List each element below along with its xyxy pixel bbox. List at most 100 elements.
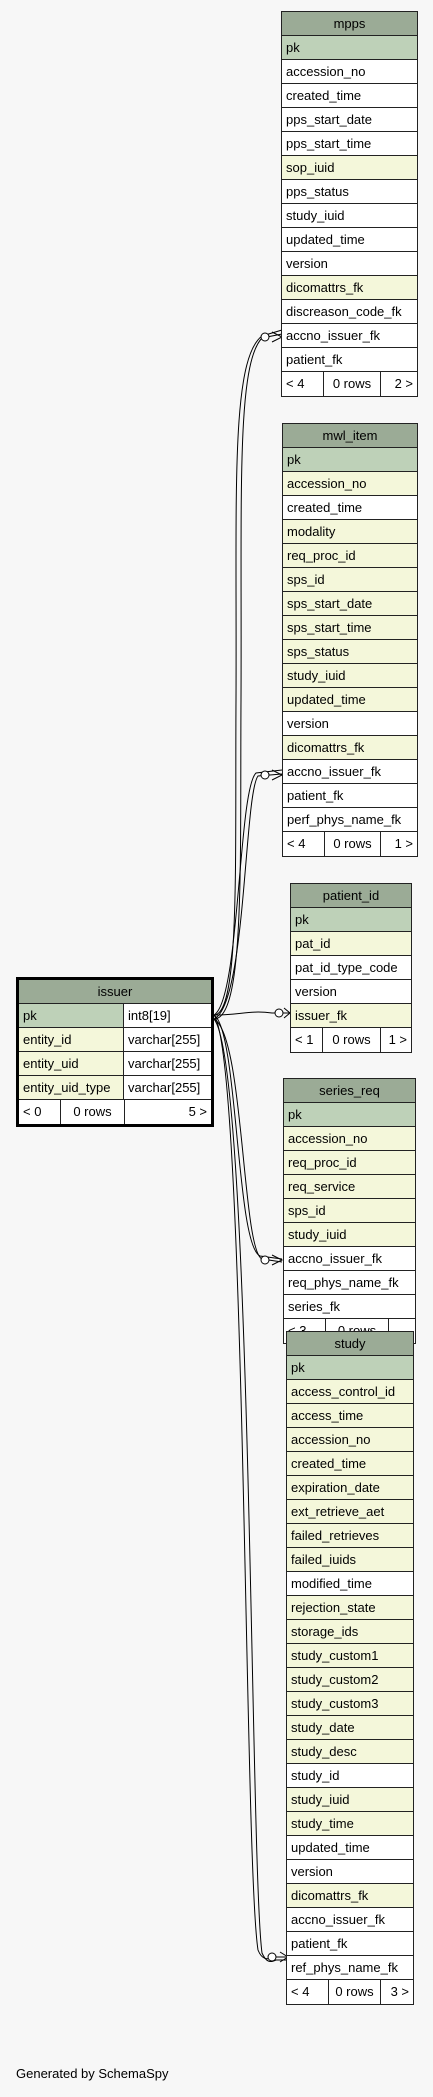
column-row: updated_time	[282, 228, 417, 252]
column-row: version	[287, 1860, 413, 1884]
column-row: sps_id	[283, 568, 417, 592]
column-row: dicomattrs_fk	[287, 1884, 413, 1908]
children-count[interactable]: 1 >	[394, 836, 413, 851]
column-row: pat_id_type_code	[291, 956, 411, 980]
column-row: series_fk	[284, 1295, 415, 1319]
table-mpps[interactable]: mpps pk accession_no created_time pps_st…	[281, 11, 418, 397]
column-row: issuer_fk	[291, 1004, 411, 1028]
column-row: expiration_date	[287, 1476, 413, 1500]
table-series-req[interactable]: series_req pk accession_no req_proc_id r…	[283, 1078, 416, 1344]
parents-count[interactable]: < 1	[291, 1028, 323, 1052]
table-title[interactable]: issuer	[19, 980, 211, 1004]
column-row: patient_fk	[287, 1932, 413, 1956]
relation-patient-id-issuer	[213, 1011, 290, 1016]
table-study[interactable]: study pk access_control_id access_time a…	[286, 1331, 414, 2005]
column-row: accession_no	[284, 1127, 415, 1151]
column-row: access_time	[287, 1404, 413, 1428]
column-row: modified_time	[287, 1572, 413, 1596]
column-row: version	[282, 252, 417, 276]
column-row: modality	[283, 520, 417, 544]
row-count: 0 rows	[61, 1100, 125, 1124]
column-row: accno_issuer_fk	[284, 1247, 415, 1271]
column-row: req_proc_id	[283, 544, 417, 568]
column-row: accession_no	[282, 60, 417, 84]
column-row: req_phys_name_fk	[284, 1271, 415, 1295]
column-row: ext_retrieve_aet	[287, 1500, 413, 1524]
column-row: accession_no	[283, 472, 417, 496]
table-footer: < 4 0 rows 1 >	[283, 832, 417, 856]
column-row: patient_fk	[283, 784, 417, 808]
parents-count[interactable]: < 4	[282, 372, 324, 396]
column-row: entity_id varchar[255]	[19, 1028, 211, 1052]
column-row: study_date	[287, 1716, 413, 1740]
children-count[interactable]: 2 >	[394, 376, 413, 391]
column-row: storage_ids	[287, 1620, 413, 1644]
column-row: study_iuid	[284, 1223, 415, 1247]
table-title[interactable]: mwl_item	[283, 424, 417, 448]
table-mwl-item[interactable]: mwl_item pk accession_no created_time mo…	[282, 423, 418, 857]
column-row: accno_issuer_fk	[287, 1908, 413, 1932]
column-row: created_time	[282, 84, 417, 108]
column-row: sps_start_date	[283, 592, 417, 616]
relation-mwl-accno-issuer	[213, 769, 283, 1016]
column-row: study_custom3	[287, 1692, 413, 1716]
parents-count[interactable]: < 4	[283, 832, 325, 856]
row-count: 0 rows	[324, 372, 381, 396]
row-count: 0 rows	[329, 1980, 381, 2004]
table-footer: < 1 0 rows 1 >	[291, 1028, 411, 1052]
column-row: sps_start_time	[283, 616, 417, 640]
column-row: study_desc	[287, 1740, 413, 1764]
column-row: ref_phys_name_fk	[287, 1956, 413, 1980]
column-row: accno_issuer_fk	[282, 324, 417, 348]
column-row: failed_retrieves	[287, 1524, 413, 1548]
column-row: pps_start_time	[282, 132, 417, 156]
column-row: accno_issuer_fk	[283, 760, 417, 784]
column-row: discreason_code_fk	[282, 300, 417, 324]
column-row: updated_time	[287, 1836, 413, 1860]
column-row: version	[291, 980, 411, 1004]
column-row: sop_iuid	[282, 156, 417, 180]
relation-series-req-accno-issuer	[213, 1014, 283, 1260]
table-patient-id[interactable]: patient_id pk pat_id pat_id_type_code ve…	[290, 883, 412, 1053]
column-row: pk	[284, 1103, 415, 1127]
children-count[interactable]: 3 >	[390, 1984, 409, 1999]
parents-count[interactable]: < 4	[287, 1980, 329, 2004]
column-row: perf_phys_name_fk	[283, 808, 417, 832]
table-title[interactable]: study	[287, 1332, 413, 1356]
column-row: pk	[287, 1356, 413, 1380]
table-title[interactable]: patient_id	[291, 884, 411, 908]
table-issuer[interactable]: issuer pk int8[19] entity_id varchar[255…	[16, 977, 214, 1127]
parents-count[interactable]: < 0	[19, 1100, 61, 1124]
column-row: pk	[282, 36, 417, 60]
column-row: created_time	[283, 496, 417, 520]
children-count[interactable]: 1 >	[388, 1032, 407, 1047]
column-row: sps_status	[283, 640, 417, 664]
column-row: patient_fk	[282, 348, 417, 372]
column-row: pk int8[19]	[19, 1004, 211, 1028]
generated-by-footer: Generated by SchemaSpy	[16, 2066, 169, 2081]
column-row: dicomattrs_fk	[282, 276, 417, 300]
column-row: study_iuid	[282, 204, 417, 228]
row-count: 0 rows	[323, 1028, 381, 1052]
column-row: pk	[283, 448, 417, 472]
column-row: pps_status	[282, 180, 417, 204]
column-row: pat_id	[291, 932, 411, 956]
table-footer: < 4 0 rows 2 >	[282, 372, 417, 396]
column-row: access_control_id	[287, 1380, 413, 1404]
row-count: 0 rows	[325, 832, 381, 856]
column-row: dicomattrs_fk	[283, 736, 417, 760]
children-count[interactable]: 5 >	[188, 1104, 207, 1119]
table-footer: < 4 0 rows 3 >	[287, 1980, 413, 2004]
table-title[interactable]: series_req	[284, 1079, 415, 1103]
column-row: failed_iuids	[287, 1548, 413, 1572]
column-row: study_custom2	[287, 1668, 413, 1692]
column-row: req_service	[284, 1175, 415, 1199]
column-row: created_time	[287, 1452, 413, 1476]
column-row: sps_id	[284, 1199, 415, 1223]
column-row: version	[283, 712, 417, 736]
table-title[interactable]: mpps	[282, 12, 417, 36]
column-row: study_custom1	[287, 1644, 413, 1668]
column-row: study_id	[287, 1764, 413, 1788]
column-row: req_proc_id	[284, 1151, 415, 1175]
